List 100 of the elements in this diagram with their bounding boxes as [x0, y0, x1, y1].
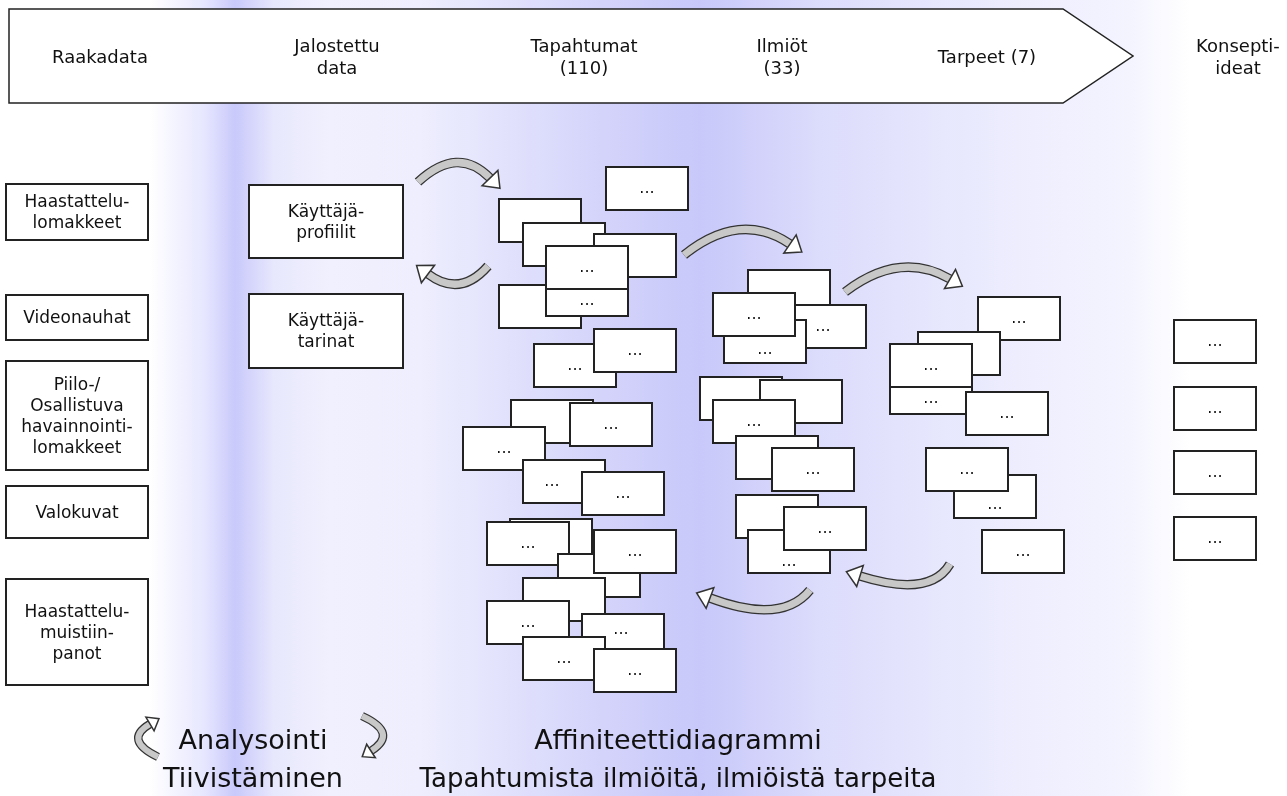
note-card: [977, 296, 1061, 331]
box-label: Haastattelu- muistiin- panot: [23, 600, 131, 664]
ellipsis-text: ...: [579, 258, 595, 276]
box-label: Piilo-/ Osallistuva havainnointi- lomakkeet: [20, 373, 134, 458]
ellipsis-text: ...: [781, 551, 797, 570]
ellipsis-text: ...: [1011, 309, 1027, 327]
process-chevron: [8, 8, 1134, 104]
box-label: Käyttäjä- tarinat: [286, 310, 366, 352]
source-box: [5, 183, 149, 241]
ellipsis-text: ...: [520, 534, 536, 552]
note-card: [723, 337, 807, 364]
ellipsis-text: ...: [579, 291, 595, 309]
ellipsis-text: ...: [627, 661, 643, 679]
note-card: [533, 343, 593, 388]
ellipsis-text: ...: [923, 356, 939, 374]
note-card: [889, 388, 965, 415]
note-card: [545, 290, 629, 317]
ellipsis-text: ...: [1015, 542, 1031, 560]
source-box: [5, 294, 149, 341]
ellipsis-text: ...: [987, 494, 1003, 513]
source-box: [5, 485, 149, 539]
ellipsis-text: ...: [520, 613, 536, 631]
note-card: [981, 529, 1065, 574]
note-card: [747, 269, 831, 292]
note-card: [522, 577, 606, 600]
caption-text: Tapahtumista ilmiöitä, ilmiöistä tarpeita: [418, 762, 938, 795]
note-card: [953, 492, 1037, 519]
note-card: [735, 494, 783, 529]
note-card: [569, 402, 653, 447]
ellipsis-text: ...: [639, 179, 655, 197]
note-card: [593, 328, 677, 373]
note-card: [593, 648, 677, 693]
ellipsis-text: ...: [556, 649, 572, 667]
note-card: [522, 636, 593, 681]
note-card: [1173, 386, 1257, 431]
stage-label: Konsepti- ideat: [1195, 35, 1281, 79]
ellipsis-text: ...: [746, 305, 762, 323]
stage-label: Ilmiöt (33): [755, 35, 809, 79]
caption-text: Affiniteettidiagrammi: [533, 723, 823, 757]
box-label: Valokuvat: [35, 501, 119, 523]
note-card: [735, 435, 771, 480]
note-card: [486, 600, 570, 636]
ellipsis-text: ...: [613, 620, 629, 638]
ellipsis-text: ...: [496, 439, 512, 457]
source-box: [5, 578, 149, 686]
ellipsis-text: ...: [923, 389, 939, 407]
ellipsis-text: ...: [1207, 332, 1223, 350]
box-label: Haastattelu- lomakkeet: [23, 191, 131, 233]
ellipsis-text: ...: [1207, 399, 1223, 417]
note-card: [699, 376, 759, 399]
note-card: [1173, 319, 1257, 364]
note-card: [605, 166, 689, 211]
source-box: [248, 184, 404, 259]
ellipsis-text: ...: [567, 356, 583, 374]
note-card: [771, 447, 855, 492]
note-card: [783, 506, 867, 551]
note-card: [712, 292, 796, 337]
note-card: [557, 553, 593, 577]
source-box: [5, 360, 149, 471]
note-card: [522, 459, 581, 504]
note-card: [889, 343, 973, 388]
caption-text: Analysointi: [177, 723, 329, 757]
ellipsis-text: ...: [544, 472, 560, 490]
note-card: [973, 331, 1001, 376]
ellipsis-text: ...: [615, 484, 631, 502]
note-card: [629, 233, 677, 278]
note-card: [747, 551, 831, 574]
ellipsis-text: ...: [603, 415, 619, 433]
ellipsis-text: ...: [746, 412, 762, 430]
note-card: [1173, 450, 1257, 495]
ellipsis-text: ...: [757, 339, 773, 358]
note-card: [510, 399, 569, 426]
note-card: [712, 399, 796, 435]
stage-label: Tapahtumat (110): [529, 35, 639, 79]
note-card: [545, 245, 629, 290]
note-card: [498, 198, 582, 222]
note-card: [581, 471, 665, 516]
note-card: [606, 613, 665, 648]
ellipsis-text: ...: [1207, 529, 1223, 547]
stage-label: Tarpeet (7): [936, 46, 1038, 68]
ellipsis-text: ...: [959, 460, 975, 478]
note-card: [486, 521, 557, 566]
ellipsis-text: ...: [627, 542, 643, 560]
ellipsis-text: ...: [999, 404, 1015, 422]
note-card: [1173, 516, 1257, 561]
box-label: Videonauhat: [23, 307, 131, 328]
ellipsis-text: ...: [627, 341, 643, 359]
note-card: [570, 518, 593, 553]
ellipsis-text: ...: [815, 317, 831, 335]
box-label: Käyttäjä- profiilit: [286, 200, 366, 243]
source-box: [248, 293, 404, 369]
stage-label: Jalostettu data: [292, 35, 381, 79]
note-card: [925, 447, 1009, 492]
stage-label: Raakadata: [51, 46, 149, 68]
note-card: [593, 529, 677, 574]
note-card: [498, 284, 545, 329]
note-card: [462, 426, 546, 459]
note-card: [965, 391, 1049, 436]
ellipsis-text: ...: [805, 460, 821, 478]
caption-text: Tiivistäminen: [162, 761, 344, 795]
